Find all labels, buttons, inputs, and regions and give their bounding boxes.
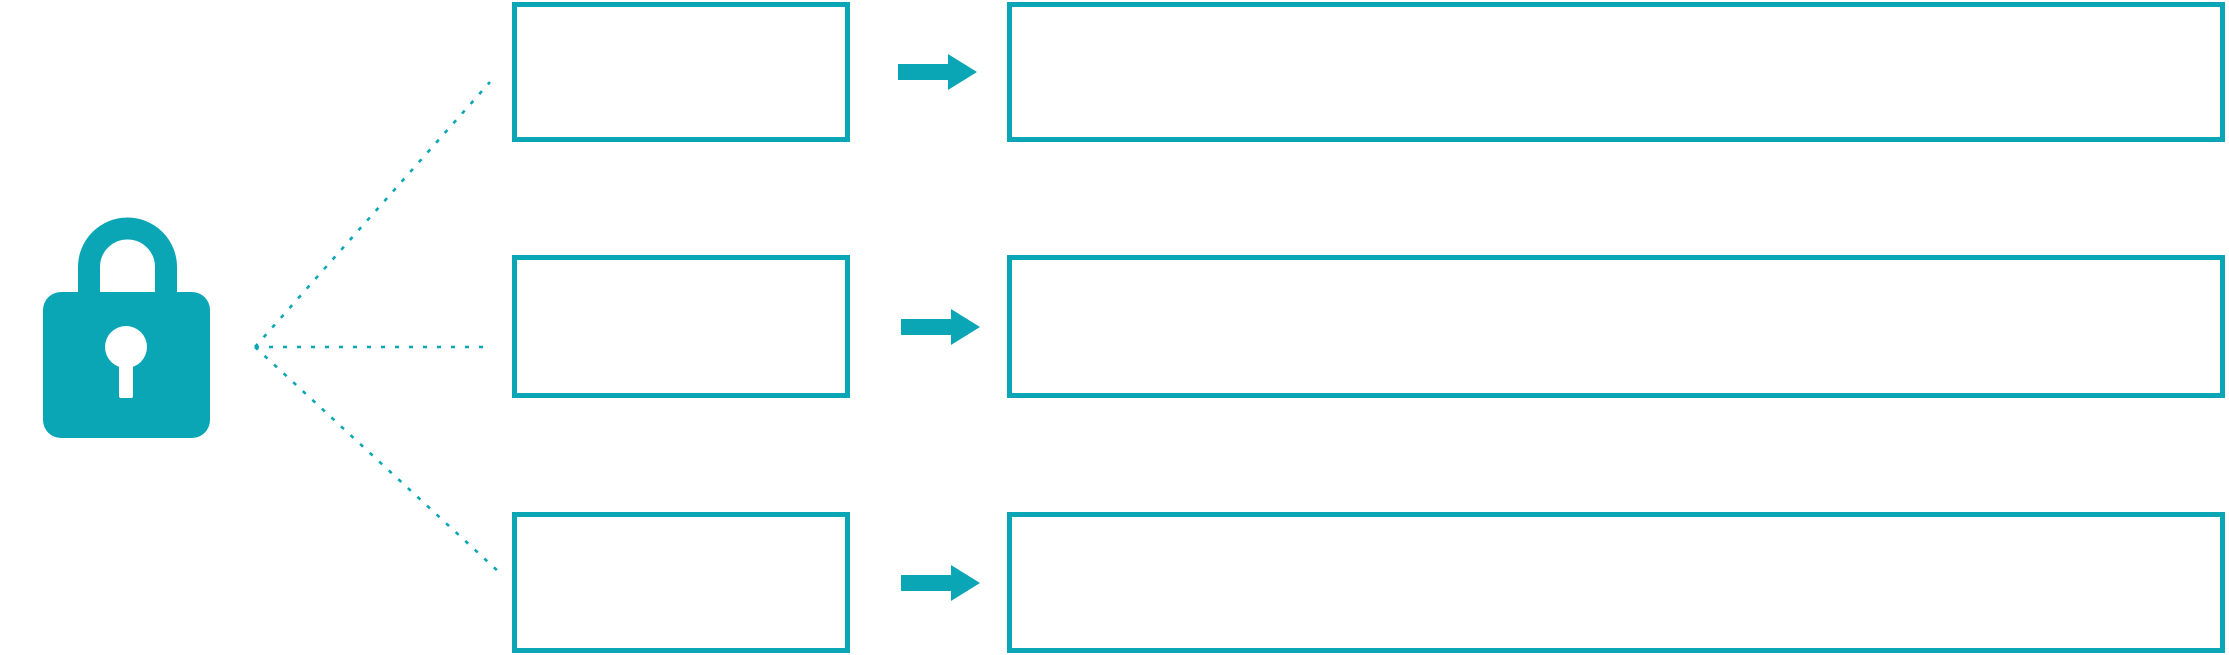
label-box-3 <box>512 512 850 653</box>
description-box-1 <box>1007 2 2225 142</box>
description-box-3 <box>1007 512 2225 653</box>
arrow-right-icon <box>901 309 980 345</box>
keyhole-circle <box>105 326 147 368</box>
arrow-right-icon <box>898 54 977 90</box>
lock-icon <box>43 217 210 438</box>
dotted-connector-bottom <box>254 346 501 574</box>
arrow-right-icon <box>901 565 980 601</box>
label-box-1 <box>512 2 850 142</box>
lock-shackle <box>78 217 177 315</box>
label-box-2 <box>512 255 850 398</box>
dotted-connector-top <box>254 81 491 348</box>
keyhole-stem <box>119 357 133 398</box>
description-box-2 <box>1007 255 2225 398</box>
